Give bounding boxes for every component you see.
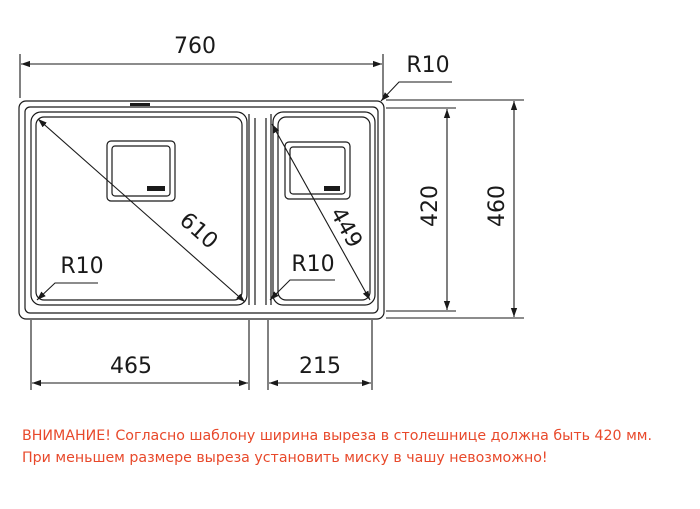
bowl-divider — [248, 114, 272, 305]
small-bowl-drain — [284, 141, 351, 200]
large-drain-label-plate — [147, 186, 165, 191]
label-diagonal-large: 610 — [174, 208, 222, 255]
warning-notice: ВНИМАНИЕ! Согласно шаблону ширина выреза… — [22, 425, 692, 469]
dim-line-diagonal-small — [271, 123, 371, 301]
label-overall-height: 460 — [485, 185, 510, 227]
large-bowl-drain — [106, 140, 176, 202]
label-small-bowl-width: 215 — [299, 354, 341, 379]
sink-outer-rim — [18, 100, 385, 320]
label-inner-height: 420 — [418, 185, 443, 227]
label-large-bowl-width: 465 — [110, 354, 152, 379]
label-corner-radius: R10 — [406, 53, 449, 78]
label-diagonal-small: 449 — [325, 203, 367, 252]
label-overall-width: 760 — [174, 34, 216, 59]
leader-corner-radius — [380, 81, 452, 102]
small-drain-label-plate — [324, 186, 340, 191]
overflow-slot — [130, 103, 150, 106]
leader-small-bowl-radius — [269, 279, 335, 301]
label-radius-small-bowl: R10 — [291, 252, 334, 277]
label-radius-large-bowl: R10 — [60, 254, 103, 279]
warning-line-1: ВНИМАНИЕ! Согласно шаблону ширина выреза… — [22, 428, 652, 444]
large-bowl-outline — [30, 111, 248, 306]
warning-line-2: При меньшем размере выреза установить ми… — [22, 450, 548, 466]
leader-large-bowl-radius — [36, 282, 98, 301]
sink-inner-rim — [24, 106, 379, 314]
dim-line-diagonal-large — [37, 118, 246, 303]
